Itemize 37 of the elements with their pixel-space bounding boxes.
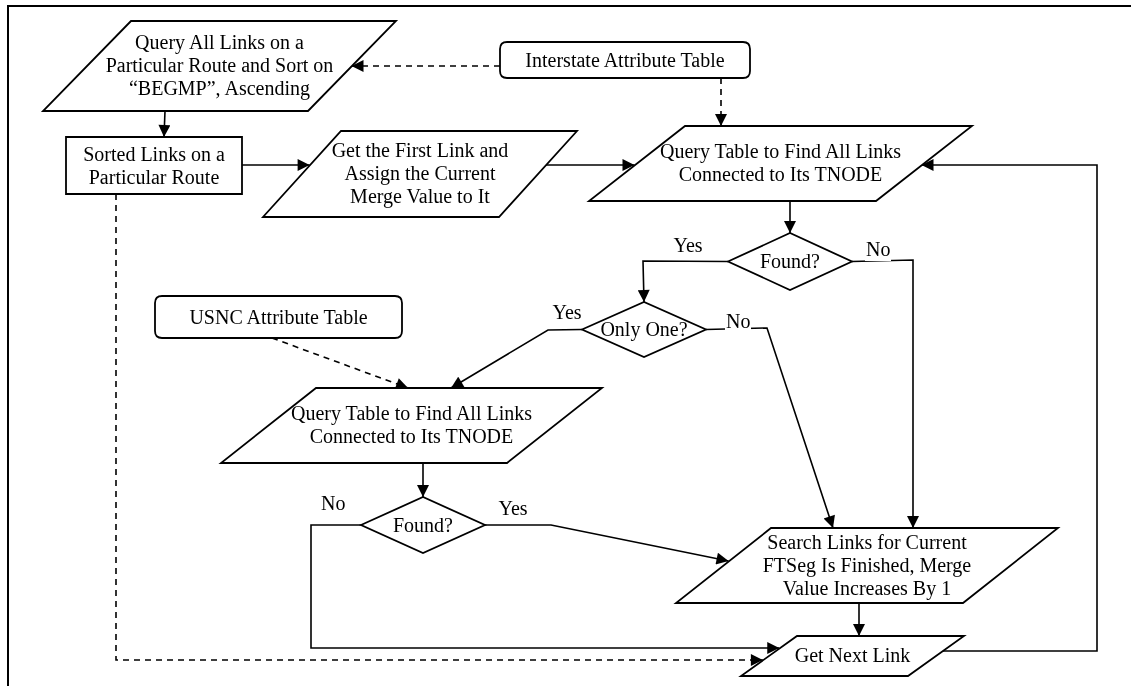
node-text: Interstate Attribute Table	[524, 48, 726, 72]
data-parallelogram	[741, 635, 964, 676]
node-text: USNC Attribute Table	[188, 305, 369, 329]
node-text: Found?	[759, 250, 821, 273]
arrow	[853, 602, 865, 637]
decision-diamond	[582, 302, 706, 357]
data-parallelogram	[676, 527, 1058, 603]
data-parallelogram	[263, 130, 577, 217]
table-box	[500, 42, 750, 78]
node-text: Found?	[392, 513, 454, 537]
node-text: Search Links for Current FTSeg Is Finished, Merge Value Increases By 1	[761, 530, 973, 600]
arrow	[920, 159, 1098, 652]
node-text: Get Next Link	[793, 644, 912, 667]
decision-diamond	[361, 497, 485, 553]
arrow	[715, 77, 727, 127]
arrow	[637, 260, 729, 303]
node-text: Query Table to Find All Links Connected to Its TNODE	[290, 402, 533, 448]
arrow	[484, 524, 730, 565]
data-parallelogram	[589, 125, 972, 201]
arrow	[851, 259, 919, 529]
data-parallelogram	[43, 20, 396, 111]
data-parallelogram	[221, 387, 602, 463]
node-text: Sorted Links on a Particular Route	[82, 142, 226, 189]
arrow	[705, 327, 835, 529]
arrow	[417, 462, 429, 498]
process-box	[66, 137, 242, 194]
node-text: Query All Links on a Particular Route and Sort on “BEGMP”, Ascending	[105, 31, 334, 100]
node-text: Query Table to Find All Links Connected to Its TNODE	[659, 140, 902, 186]
node-text: Only One?	[599, 318, 689, 341]
arrow	[158, 110, 171, 138]
decision-diamond	[728, 233, 852, 290]
arrow	[450, 328, 583, 389]
table-box	[155, 296, 402, 338]
arrow	[784, 200, 796, 234]
arrow	[310, 524, 781, 654]
arrow	[115, 193, 764, 666]
node-text: Get the First Link and Assign the Current Merge Value to It	[330, 139, 510, 208]
